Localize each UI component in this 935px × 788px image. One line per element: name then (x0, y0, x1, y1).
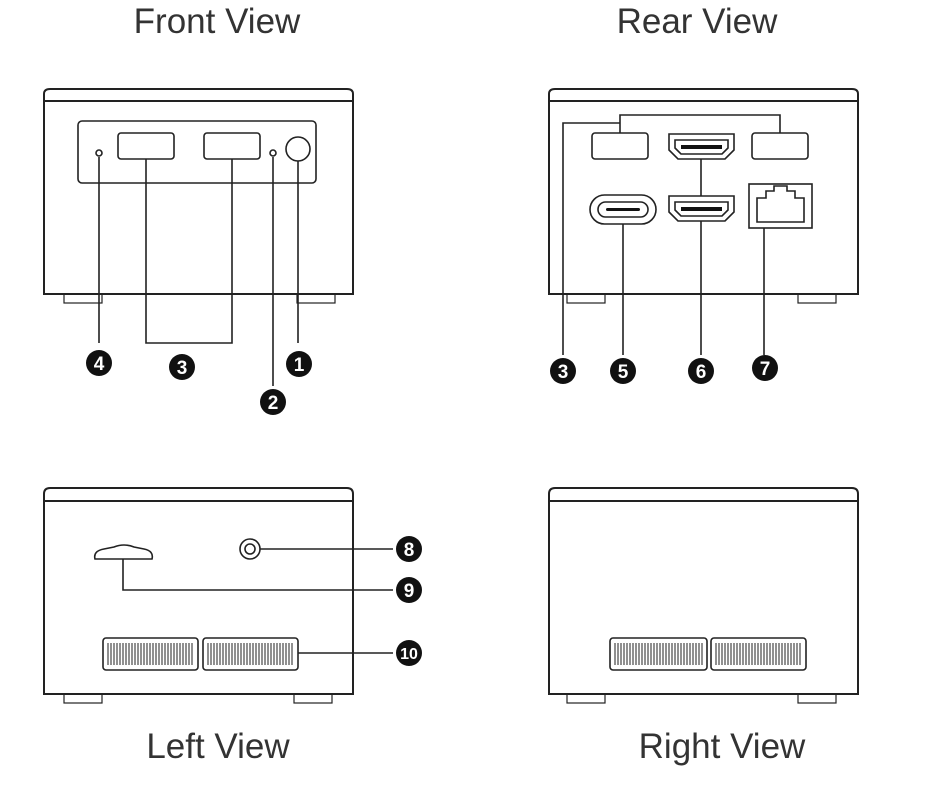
front-lid (43, 88, 354, 102)
svg-text:6: 6 (696, 362, 707, 383)
right-vent-1 (609, 637, 708, 671)
left-vent-1 (102, 637, 199, 671)
front-led-2 (269, 149, 277, 157)
right-view: Right View (548, 487, 859, 766)
left-lid (43, 487, 354, 502)
hdmi-port-2 (668, 195, 735, 222)
svg-text:9: 9 (404, 581, 415, 602)
svg-text:10: 10 (400, 646, 418, 663)
audio-jack-inner (244, 543, 256, 555)
right-foot-left (566, 693, 606, 704)
svg-text:2: 2 (268, 393, 279, 414)
callout-4: 4 (86, 350, 112, 376)
front-foot-left (63, 293, 103, 304)
svg-text:3: 3 (558, 362, 569, 383)
rear-lid (548, 88, 859, 102)
rear-view: Rear View (548, 2, 859, 384)
right-lid (548, 487, 859, 502)
right-vents (609, 637, 807, 671)
leader-3-rear-bracket (619, 114, 781, 133)
callout-3-rear: 3 (550, 358, 576, 384)
svg-text:1: 1 (294, 355, 305, 376)
svg-text:7: 7 (760, 359, 771, 380)
left-foot-right (293, 693, 333, 704)
leader-3-front (145, 159, 233, 344)
left-foot-left (63, 693, 103, 704)
left-vent-2 (202, 637, 299, 671)
callout-1: 1 (286, 351, 312, 377)
callout-3-front: 3 (169, 354, 195, 380)
callout-9: 9 (396, 577, 422, 603)
callout-7: 7 (752, 355, 778, 381)
leader-3-rear (562, 122, 620, 355)
left-view-title: Left View (146, 727, 290, 766)
front-body (43, 100, 354, 295)
leader-9 (122, 559, 393, 591)
front-led-4 (95, 149, 103, 157)
right-body (548, 500, 859, 695)
right-vent-2 (710, 637, 807, 671)
front-foot-right (296, 293, 336, 304)
hdmi-port-1 (668, 133, 735, 160)
callout-6: 6 (688, 358, 714, 384)
svg-text:8: 8 (404, 540, 415, 561)
svg-text:3: 3 (177, 358, 188, 379)
svg-text:5: 5 (618, 362, 629, 383)
callout-5: 5 (610, 358, 636, 384)
front-port-panel (77, 120, 317, 184)
right-view-title: Right View (639, 727, 806, 766)
front-view-title: Front View (134, 2, 301, 41)
left-vents (102, 637, 299, 671)
callout-10: 10 (396, 640, 422, 666)
callout-2: 2 (260, 389, 286, 415)
svg-text:4: 4 (94, 354, 105, 375)
right-foot-right (797, 693, 837, 704)
rear-foot-right (797, 293, 837, 304)
rear-foot-left (566, 293, 606, 304)
sd-card-slot (93, 544, 154, 560)
ethernet-port (748, 183, 813, 229)
callout-8: 8 (396, 536, 422, 562)
front-view: Front View 1 2 3 (43, 2, 354, 415)
left-view: Left View 8 9 10 (43, 487, 422, 766)
rear-view-title: Rear View (617, 2, 779, 41)
